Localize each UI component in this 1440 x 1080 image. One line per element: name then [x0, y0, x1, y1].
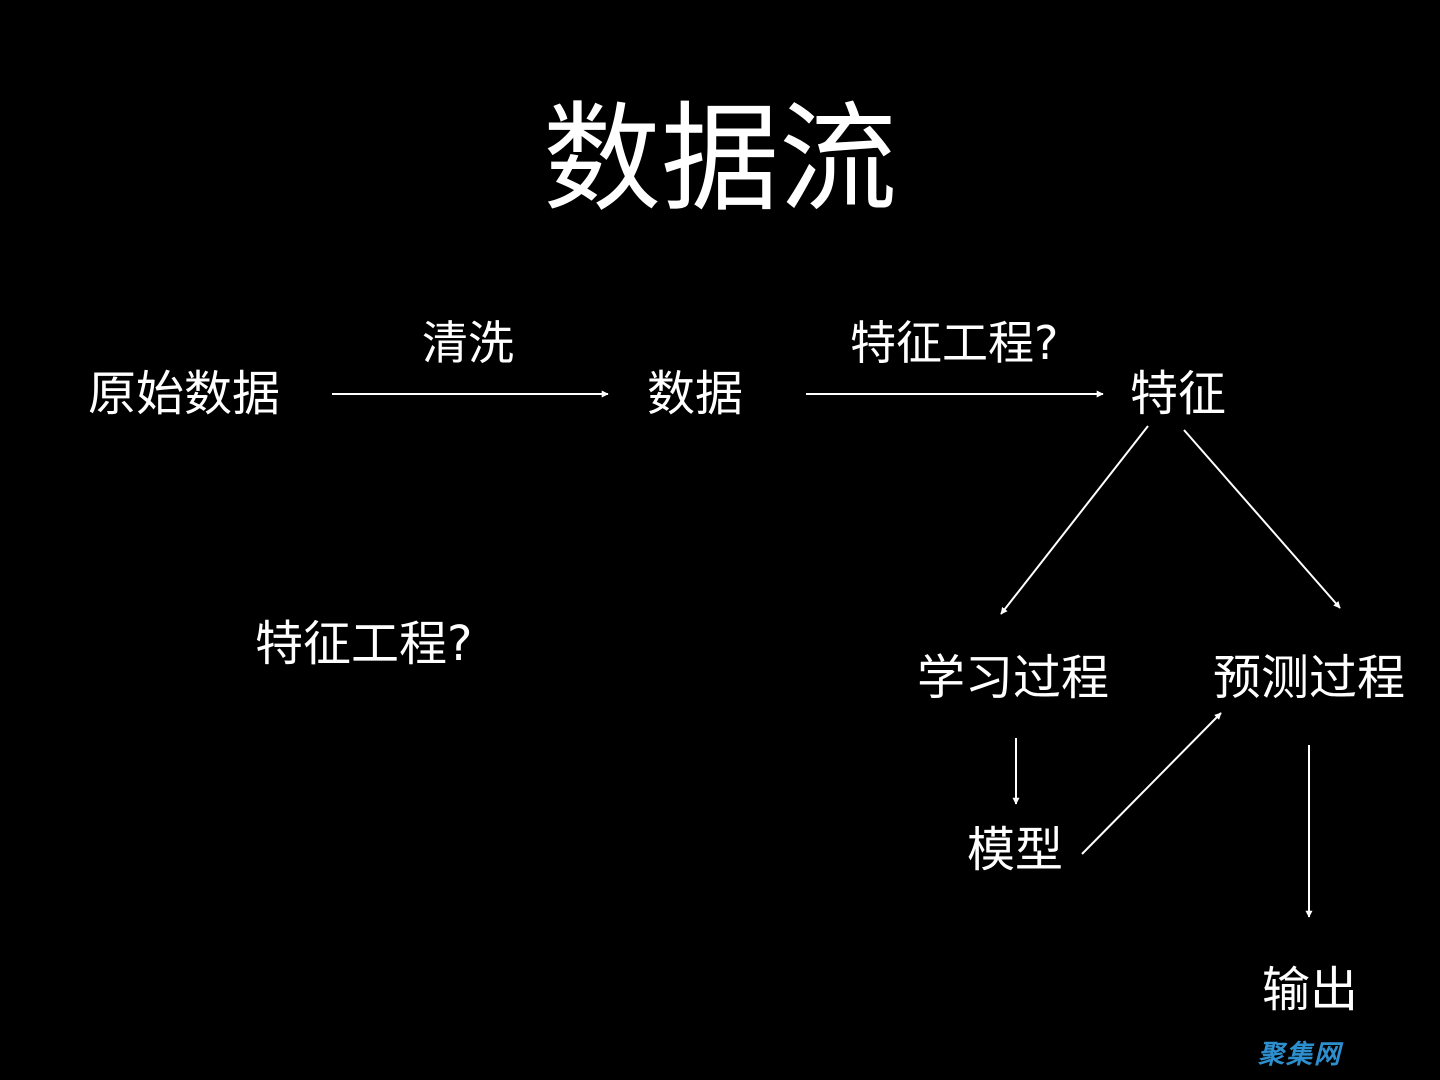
edge-label-feature-engineering: 特征工程?	[850, 316, 1059, 370]
slide-title: 数据流	[542, 90, 897, 228]
node-prediction-process: 预测过程	[1213, 650, 1406, 706]
node-raw-data: 原始数据	[88, 366, 281, 422]
watermark-logo: 聚集网	[1258, 1040, 1343, 1070]
edge-label-cleaning: 清洗	[422, 316, 514, 370]
node-data: 数据	[647, 366, 744, 422]
arrow-model-to-prediction	[1081, 712, 1222, 855]
arrow-features-to-prediction	[1183, 429, 1341, 609]
node-output: 输出	[1262, 962, 1359, 1018]
feature-engineering-note: 特征工程?	[255, 616, 473, 672]
node-model: 模型	[967, 822, 1064, 878]
arrow-features-to-learning	[1000, 425, 1149, 615]
node-features: 特征	[1130, 366, 1227, 422]
node-learning-process: 学习过程	[917, 650, 1110, 706]
